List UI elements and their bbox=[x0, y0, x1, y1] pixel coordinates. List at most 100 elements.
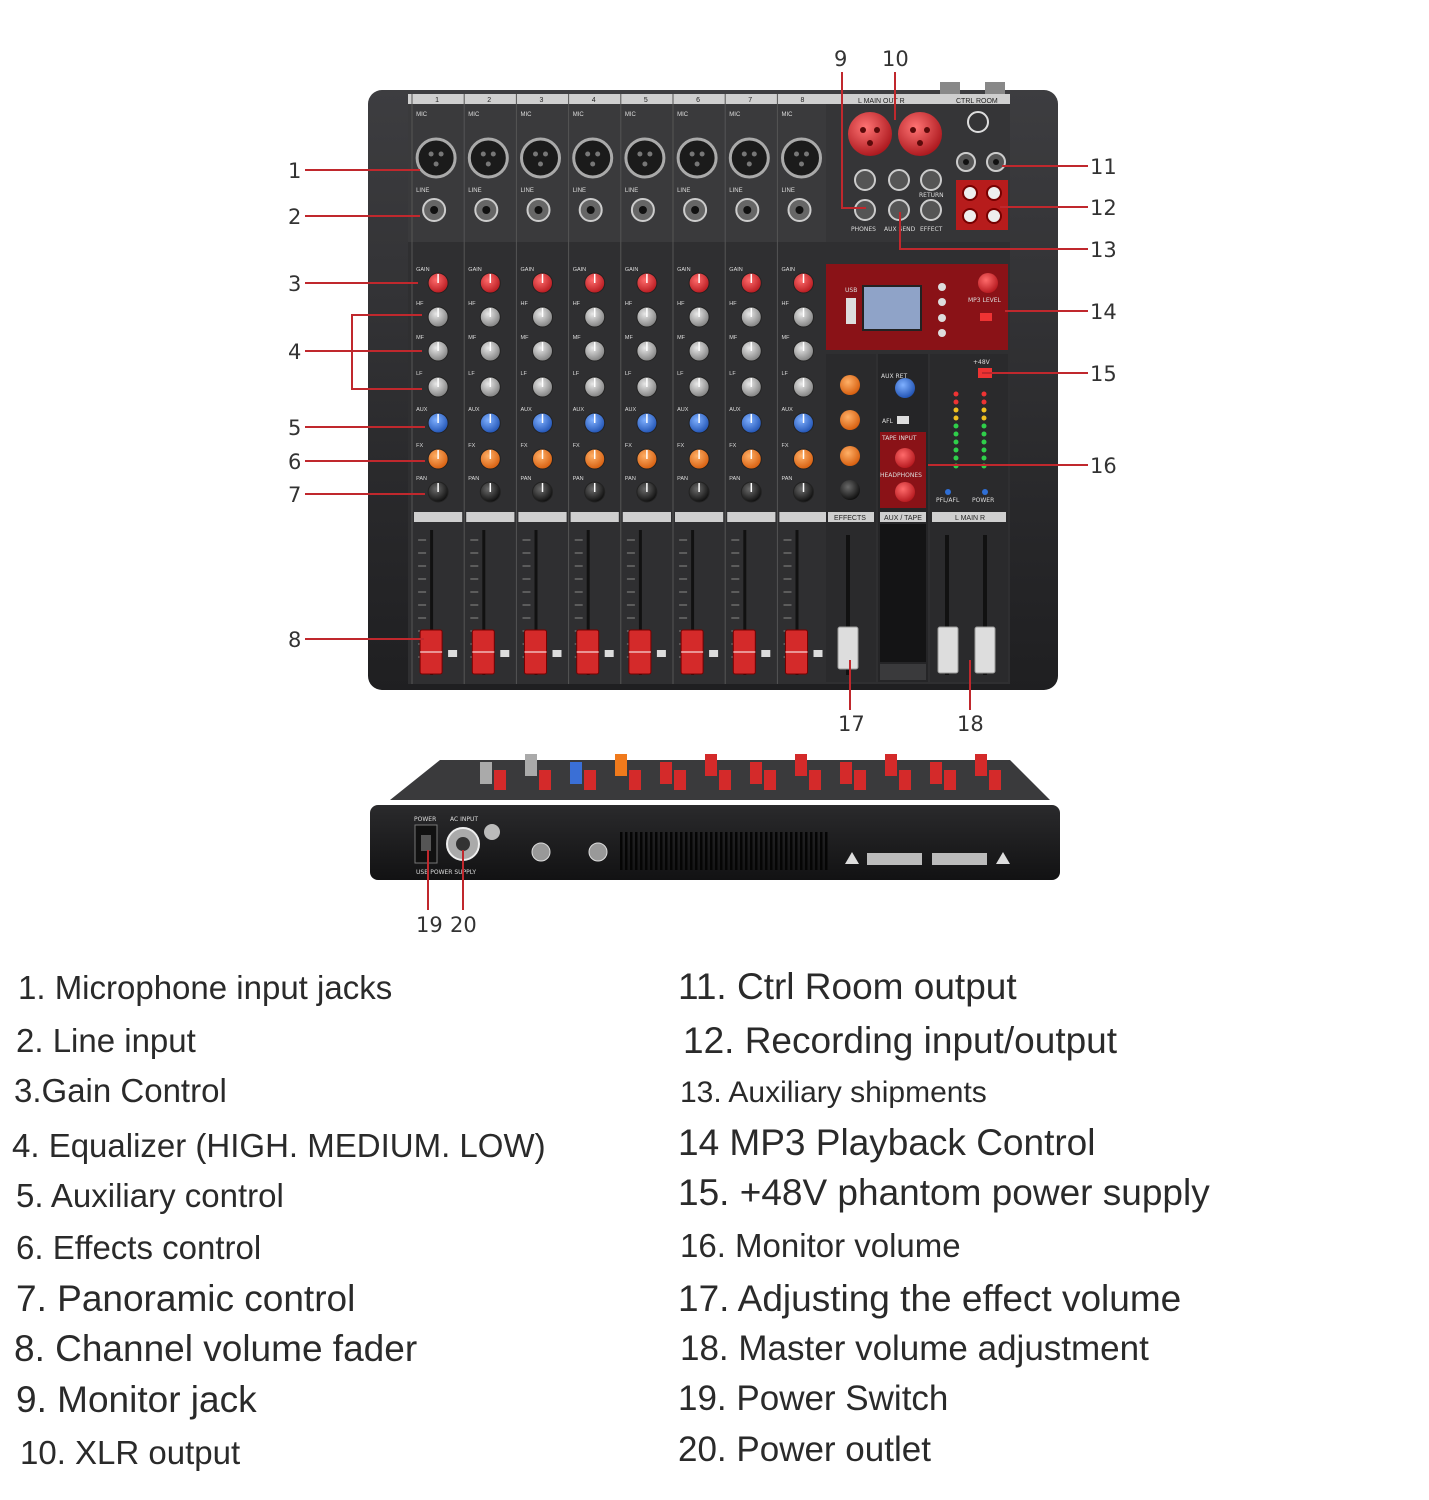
vent-slot bbox=[635, 832, 638, 870]
vent-slot bbox=[825, 832, 828, 870]
effects-knob[interactable] bbox=[840, 446, 860, 466]
pan-label: PAN bbox=[573, 476, 584, 482]
xlr-pin bbox=[433, 161, 439, 167]
aux-label: AUX bbox=[416, 407, 428, 413]
vent-slot bbox=[680, 832, 683, 870]
ctrl-room-label: CTRL ROOM bbox=[956, 98, 998, 105]
channel-strips: 1MICLINEGAINHFMFLFAUXFXPAN2MICLINEGAINHF… bbox=[411, 94, 828, 684]
vent-slot bbox=[785, 832, 788, 870]
mp3-button[interactable] bbox=[938, 314, 946, 322]
mic-input-jack[interactable] bbox=[467, 137, 509, 179]
mp3-level-knob[interactable] bbox=[978, 273, 998, 293]
effects-knob[interactable] bbox=[840, 480, 860, 500]
vent-slot bbox=[710, 832, 713, 870]
eq-mid-label: MF bbox=[729, 335, 738, 341]
rear-fader-cap bbox=[750, 762, 762, 784]
rear-bnc[interactable] bbox=[531, 842, 551, 862]
callout-17: 17 bbox=[838, 712, 865, 736]
vent-slot bbox=[770, 832, 773, 870]
phantom-label: +48V bbox=[973, 359, 991, 366]
legend-item-3: 3.Gain Control bbox=[14, 1072, 227, 1109]
jack[interactable] bbox=[854, 169, 876, 191]
pfl-button[interactable] bbox=[500, 650, 510, 657]
mp3-button[interactable] bbox=[938, 283, 946, 291]
xlr-pin bbox=[485, 161, 491, 167]
jack-hole bbox=[691, 206, 700, 214]
channel-number: 2 bbox=[487, 97, 491, 104]
mp3-switch[interactable] bbox=[980, 313, 992, 321]
mic-input-jack[interactable] bbox=[728, 137, 770, 179]
effect-jack[interactable] bbox=[920, 199, 942, 221]
mic-input-jack[interactable] bbox=[781, 137, 822, 179]
eq-high-label: HF bbox=[677, 301, 685, 307]
rca-jack[interactable] bbox=[986, 185, 1002, 201]
pfl-button[interactable] bbox=[448, 650, 458, 657]
eq-low-label: LF bbox=[729, 371, 736, 377]
effects-knob[interactable] bbox=[840, 410, 860, 430]
mic-input-jack[interactable] bbox=[676, 137, 718, 179]
effects-fader[interactable] bbox=[837, 626, 859, 670]
callout-9: 9 bbox=[834, 47, 847, 71]
jack[interactable] bbox=[920, 169, 942, 191]
mp3-button[interactable] bbox=[938, 298, 946, 306]
mp3-button[interactable] bbox=[938, 329, 946, 337]
mic-input-jack[interactable] bbox=[520, 137, 561, 179]
usb-slot[interactable] bbox=[846, 298, 856, 324]
strip-label-bar bbox=[727, 512, 776, 522]
headphones-knob[interactable] bbox=[895, 482, 915, 502]
rear-fader-cap bbox=[854, 770, 866, 790]
eq-low-label: LF bbox=[521, 371, 528, 377]
rca-jack[interactable] bbox=[986, 208, 1002, 224]
pfl-button[interactable] bbox=[709, 650, 719, 657]
rear-fader-cap bbox=[584, 770, 596, 790]
fader-slot bbox=[638, 530, 642, 675]
aux-label: AUX bbox=[729, 407, 741, 413]
pan-label: PAN bbox=[625, 476, 636, 482]
effect-label: EFFECT bbox=[920, 226, 943, 233]
rca-jack[interactable] bbox=[962, 185, 978, 201]
rca-jack[interactable] bbox=[962, 208, 978, 224]
pan-label: PAN bbox=[677, 476, 688, 482]
mic-input-jack[interactable] bbox=[572, 137, 614, 179]
aux-return-knob[interactable] bbox=[895, 378, 915, 398]
rca-panel bbox=[956, 180, 1008, 230]
aux-label: AUX bbox=[625, 407, 637, 413]
rear-perspective-controls bbox=[480, 754, 1001, 790]
pfl-button[interactable] bbox=[604, 650, 614, 657]
mic-label: MIC bbox=[573, 112, 585, 118]
effects-knob[interactable] bbox=[840, 375, 860, 395]
gain-label: GAIN bbox=[573, 267, 586, 273]
tape-input-label: TAPE INPUT bbox=[881, 435, 917, 442]
mic-input-jack[interactable] bbox=[624, 137, 666, 179]
channel-number: 3 bbox=[540, 97, 544, 104]
fx-label: FX bbox=[573, 443, 580, 449]
vent-slot bbox=[685, 832, 688, 870]
pfl-button[interactable] bbox=[761, 650, 771, 657]
pfl-button[interactable] bbox=[813, 650, 823, 657]
vent-slot bbox=[790, 832, 793, 870]
afl-button[interactable] bbox=[897, 416, 909, 424]
vent-slot bbox=[780, 832, 783, 870]
strip-label-bar bbox=[466, 512, 515, 522]
eq-mid-label: MF bbox=[468, 335, 477, 341]
rear-fader-cap bbox=[705, 754, 717, 776]
line-label: LINE bbox=[782, 188, 795, 194]
aux-label: AUX bbox=[573, 407, 585, 413]
vent-slot bbox=[765, 832, 768, 870]
vent-slot bbox=[705, 832, 708, 870]
meter-led bbox=[981, 423, 987, 429]
jack[interactable] bbox=[888, 169, 910, 191]
pfl-button[interactable] bbox=[656, 650, 666, 657]
rear-bnc[interactable] bbox=[588, 842, 608, 862]
mic-input-jack[interactable] bbox=[415, 137, 457, 179]
aux-tape-blank bbox=[880, 524, 926, 662]
xlr-main-out-right[interactable] bbox=[898, 112, 942, 156]
tape-input-knob[interactable] bbox=[895, 448, 915, 468]
phones-jack[interactable] bbox=[854, 199, 876, 221]
pfl-button[interactable] bbox=[552, 650, 562, 657]
xlr-main-out-left[interactable] bbox=[848, 112, 892, 156]
callout-4: 4 bbox=[288, 340, 301, 364]
strip-label-bar bbox=[622, 512, 671, 522]
master-fader-right[interactable] bbox=[974, 626, 996, 674]
master-fader-left[interactable] bbox=[937, 626, 959, 674]
